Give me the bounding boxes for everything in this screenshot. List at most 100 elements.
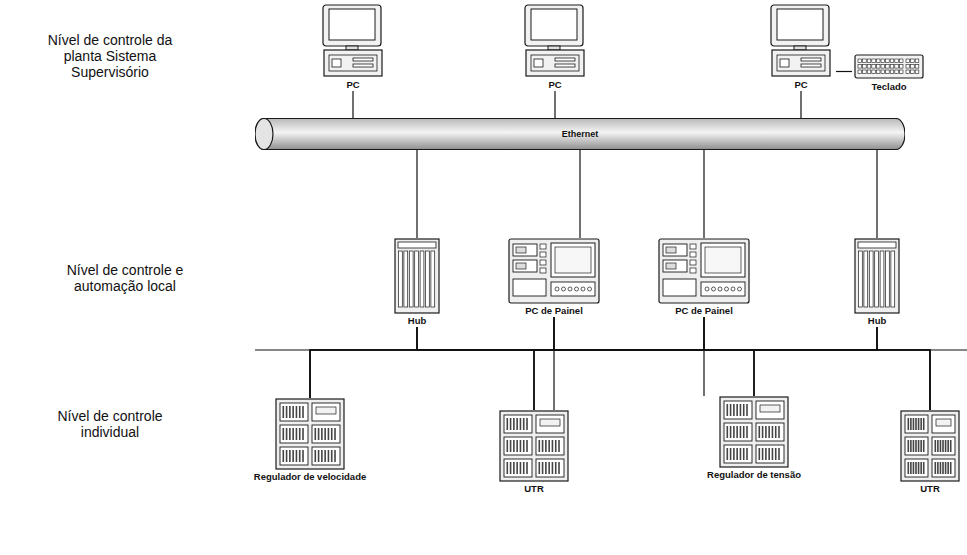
icon-part: [299, 406, 301, 418]
panel-pc-node-icon: [508, 238, 600, 304]
icon-part: [727, 404, 729, 416]
icon-part: [316, 407, 336, 414]
icon-part: [705, 247, 741, 273]
rtu-node: UTR: [496, 410, 572, 495]
network-link: [417, 327, 534, 410]
icon-part: [534, 59, 543, 67]
icon-part: [932, 437, 955, 455]
voltage-regulator: Regulador de tensão: [694, 396, 814, 481]
voltage-regulator-icon: [719, 396, 789, 468]
icon-part: [724, 401, 752, 419]
icon-part: [548, 462, 550, 474]
icon-part: [526, 462, 528, 474]
level-label: Nível de controle da planta Sistema Supe…: [30, 32, 190, 80]
icon-part: [542, 440, 544, 452]
icon-part: [555, 287, 559, 291]
computer-node-icon: [523, 4, 587, 78]
icon-part: [283, 450, 285, 462]
icon-part: [555, 247, 591, 273]
icon-part: [915, 418, 917, 430]
icon-part: [915, 65, 919, 69]
icon-part: [690, 252, 696, 257]
icon-part: [523, 418, 525, 430]
icon-part: [905, 415, 928, 433]
network-link: [534, 327, 877, 410]
icon-part: [881, 65, 885, 69]
icon-part: [880, 251, 884, 307]
icon-part: [727, 448, 729, 460]
icon-part: [881, 70, 885, 74]
icon-part: [736, 448, 738, 460]
cylinder-body: [255, 119, 905, 150]
icon-part: [353, 58, 373, 61]
icon-part: [526, 50, 584, 76]
icon-part: [516, 247, 526, 253]
icon-part: [872, 59, 876, 63]
icon-part: [513, 440, 515, 452]
icon-part: [332, 59, 341, 67]
icon-part: [923, 462, 925, 474]
icon-part: [724, 445, 752, 463]
icon-part: [690, 260, 696, 265]
icon-part: [867, 59, 871, 63]
network-link: [554, 91, 555, 118]
icon-part: [895, 65, 899, 69]
network-link: [554, 317, 754, 396]
icon-part: [701, 282, 745, 296]
icon-part: [743, 426, 745, 438]
icon-part: [504, 415, 532, 433]
icon-part: [329, 9, 375, 40]
icon-part: [588, 287, 592, 291]
icon-part: [876, 70, 880, 74]
network-link: [534, 317, 704, 410]
icon-part: [858, 242, 896, 248]
icon-part: [323, 5, 381, 46]
icon-part: [762, 448, 764, 460]
device-label: UTR: [920, 483, 940, 495]
icon-part: [513, 260, 537, 272]
icon-part: [513, 418, 515, 430]
network-link: [310, 317, 554, 398]
icon-part: [531, 55, 579, 71]
icon-part: [890, 70, 894, 74]
icon-part: [513, 244, 537, 256]
icon-part: [724, 423, 752, 441]
icon-part: [581, 287, 585, 291]
cylinder-end: [255, 119, 273, 150]
icon-part: [523, 440, 525, 452]
icon-part: [937, 440, 939, 452]
network-link: [876, 150, 877, 238]
icon-part: [775, 426, 777, 438]
network-link: [836, 71, 852, 72]
icon-part: [772, 426, 774, 438]
device-label: Hub: [408, 315, 426, 327]
icon-part: [918, 462, 920, 474]
icon-part: [935, 462, 937, 474]
icon-part: [292, 450, 294, 462]
icon-part: [324, 428, 326, 440]
icon-part: [302, 428, 304, 440]
icon-part: [855, 55, 923, 78]
icon-part: [545, 462, 547, 474]
icon-part: [746, 448, 748, 460]
icon-part: [526, 418, 528, 430]
icon-part: [910, 462, 912, 474]
icon-part: [886, 251, 890, 307]
computer-node: PC: [520, 4, 590, 91]
icon-part: [918, 418, 920, 430]
icon-part: [756, 423, 784, 441]
icon-part: [551, 243, 595, 277]
network-link: [554, 317, 930, 410]
icon-part: [548, 440, 550, 452]
panel-pc-node: PC de Painel: [656, 238, 752, 317]
icon-part: [280, 403, 308, 421]
icon-part: [552, 440, 554, 452]
icon-part: [772, 448, 774, 460]
icon-part: [542, 462, 544, 474]
icon-part: [746, 426, 748, 438]
network-link: [352, 91, 353, 118]
icon-part: [910, 418, 912, 430]
network-link: [310, 317, 704, 398]
network-link: [877, 327, 930, 410]
